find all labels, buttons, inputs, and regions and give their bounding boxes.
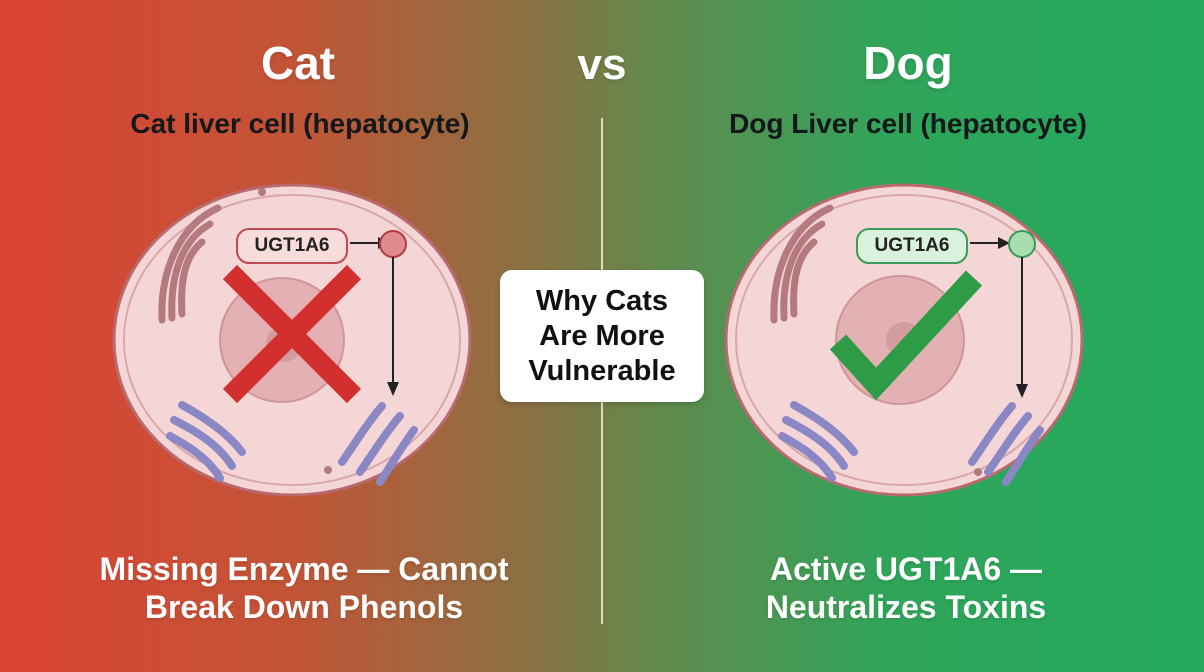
dog-cell-title: Dog Liver cell (hepatocyte): [729, 108, 1087, 139]
product-circle: [379, 230, 407, 258]
er-membranes: [158, 204, 222, 324]
arrowhead: [1016, 384, 1028, 398]
cat-caption-line: Break Down Phenols: [144, 589, 464, 625]
golgi-lower-left: [166, 401, 246, 482]
arrowhead: [387, 382, 399, 396]
callout-line: Vulnerable: [528, 354, 676, 387]
small-vesicle: [258, 188, 266, 196]
cat-liver-cell: UGT1A6: [110, 180, 478, 510]
cell-membrane-inner: [123, 194, 461, 486]
cat-caption-line: Missing Enzyme — Cannot: [99, 551, 509, 587]
callout-line: Why Cats: [535, 284, 669, 317]
arrowhead: [998, 237, 1010, 249]
dog-caption-line: Active UGT1A6 —: [769, 551, 1043, 587]
er-membranes: [770, 204, 834, 324]
golgi-lower-right: [968, 402, 1044, 486]
green-check-icon: [829, 270, 983, 401]
dog-cell-illustration: [724, 183, 1084, 497]
cat-cell-title: Cat liver cell (hepatocyte): [130, 108, 470, 139]
enzyme-label-cat: UGT1A6: [236, 228, 348, 264]
cat-heading: Cat: [260, 37, 336, 89]
vs-heading: vs: [577, 40, 627, 89]
dog-heading: Dog: [863, 37, 953, 89]
cat-cell-illustration: [112, 183, 472, 497]
cell-membrane-inner: [735, 194, 1073, 486]
golgi-lower-left: [778, 401, 858, 482]
small-vesicle: [974, 468, 982, 476]
product-circle: [1008, 230, 1036, 258]
callout-line: Are More: [539, 319, 665, 352]
red-x-icon: [222, 264, 362, 404]
why-cats-callout: Why Cats Are More Vulnerable: [500, 270, 704, 402]
dog-caption: Active UGT1A6 — Neutralizes Toxins: [640, 550, 1172, 626]
cat-caption: Missing Enzyme — Cannot Break Down Pheno…: [40, 550, 568, 626]
golgi-lower-right: [338, 402, 418, 486]
dog-caption-line: Neutralizes Toxins: [765, 589, 1047, 625]
dog-liver-cell: UGT1A6: [722, 180, 1090, 510]
enzyme-label-dog: UGT1A6: [856, 228, 968, 264]
small-vesicle: [324, 466, 332, 474]
